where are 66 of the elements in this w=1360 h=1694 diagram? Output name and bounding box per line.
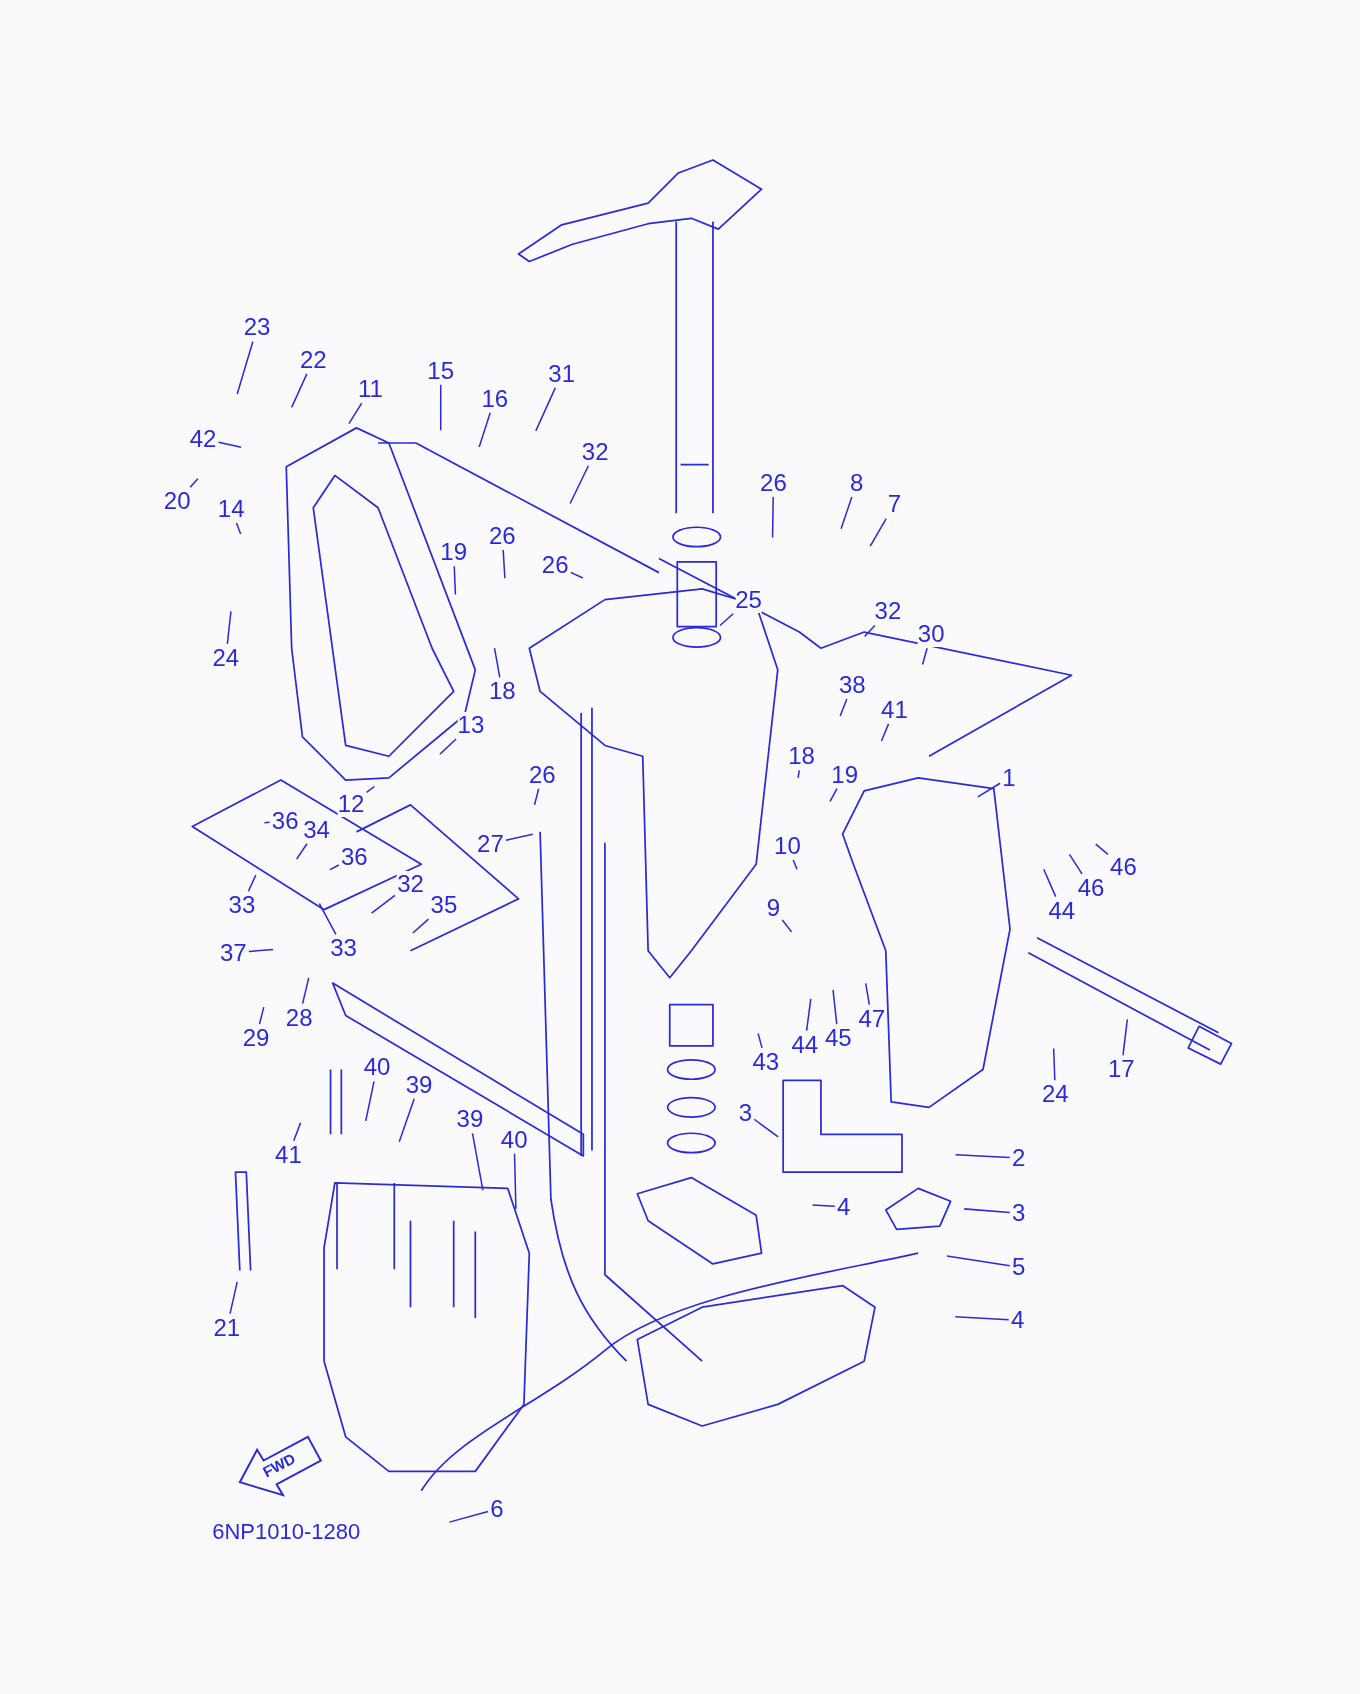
leader-line: [719, 612, 734, 627]
leader-line: [448, 1510, 489, 1523]
leader-line: [258, 1006, 265, 1025]
leader-line: [533, 787, 540, 806]
leader-line: [370, 894, 396, 914]
leader-line: [1095, 843, 1109, 856]
leader-line: [869, 517, 887, 547]
leader-line: [880, 723, 890, 742]
leader-line: [805, 998, 812, 1032]
leader-line: [569, 571, 584, 579]
leader-line: [864, 982, 871, 1006]
leader-line: [453, 565, 457, 596]
leader-line: [1068, 853, 1083, 875]
leader-line: [263, 821, 271, 824]
leader-line: [365, 785, 376, 794]
leader-line: [398, 1097, 415, 1143]
leader-line: [1042, 868, 1057, 898]
leader-line: [977, 782, 1001, 798]
leader-line: [318, 902, 337, 936]
leader-line: [811, 1204, 836, 1207]
leader-line: [247, 874, 257, 892]
leader-line: [569, 464, 590, 505]
leader-line: [290, 373, 308, 409]
leader-line: [839, 698, 848, 717]
leader-line: [863, 624, 876, 638]
leader-line: [797, 769, 801, 779]
leader-line: [493, 647, 501, 679]
leader-line: [535, 387, 557, 432]
leader-line: [753, 1118, 779, 1138]
leader-line: [365, 1080, 375, 1122]
leader-line: [1122, 1018, 1129, 1057]
diagram-code: 6NP1010-1280: [212, 1518, 361, 1545]
leader-line: [236, 340, 254, 395]
leader-line: [502, 549, 506, 579]
leader-line: [505, 833, 534, 842]
leader-line: [229, 1281, 238, 1315]
leader-line: [829, 787, 838, 803]
leader-line: [471, 1132, 484, 1191]
leader-line: [781, 919, 793, 933]
leader-line: [757, 1032, 763, 1049]
leader-line: [513, 1153, 517, 1210]
leader-line: [439, 738, 457, 756]
leader-line: [840, 496, 853, 530]
leader-line: [217, 441, 242, 449]
leader-line: [832, 989, 838, 1025]
leader-line: [293, 1122, 302, 1142]
leader-line: [792, 859, 798, 870]
leader-line: [954, 1153, 1011, 1159]
leader-line: [921, 647, 928, 666]
leader-line: [329, 864, 340, 871]
leader-line: [963, 1208, 1011, 1214]
leader-line: [189, 478, 199, 488]
leader-line: [946, 1255, 1011, 1267]
leader-line: [348, 402, 363, 425]
leader-line: [295, 843, 308, 860]
leader-line: [412, 918, 430, 934]
leader-line: [301, 977, 310, 1005]
leader-line: [954, 1315, 1010, 1321]
leader-line: [248, 948, 274, 953]
leader-line: [439, 383, 442, 431]
leader-line: [235, 522, 242, 535]
leader-line: [1052, 1047, 1056, 1082]
leader-line: [478, 412, 491, 448]
direction-label: FWD: [259, 1449, 298, 1481]
leader-line: [226, 610, 232, 645]
leader-line: [771, 496, 774, 539]
